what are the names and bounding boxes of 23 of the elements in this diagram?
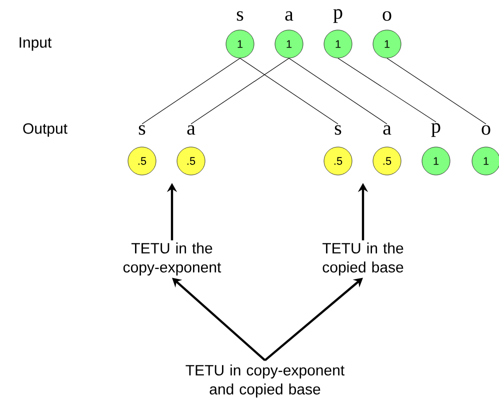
arrow — [172, 278, 266, 362]
row-label: Input — [20, 37, 52, 51]
segment-letter: s — [334, 125, 342, 135]
association-line — [288, 58, 388, 124]
segment-letter: p — [431, 123, 440, 137]
association-line — [190, 58, 290, 124]
segment-letter: a — [187, 125, 196, 135]
segment-letter: a — [383, 125, 392, 135]
segment-letter: a — [285, 11, 294, 21]
association-line — [338, 58, 436, 122]
row-label: Output — [23, 123, 68, 137]
association-line — [142, 58, 240, 124]
segment-letter: p — [333, 9, 342, 23]
segment-letter: o — [382, 11, 392, 21]
segment-letter: o — [482, 125, 490, 135]
segment-letter: s — [236, 11, 244, 21]
segment-letter: s — [138, 125, 146, 135]
text-label: TETU in the copied base — [322, 242, 404, 276]
arrow — [264, 278, 363, 362]
association-line — [240, 58, 338, 124]
text-label: TETU in the copy-exponent — [123, 242, 222, 276]
association-line — [386, 58, 486, 124]
text-label: TETU in copy-exponent and copied base — [186, 364, 344, 398]
